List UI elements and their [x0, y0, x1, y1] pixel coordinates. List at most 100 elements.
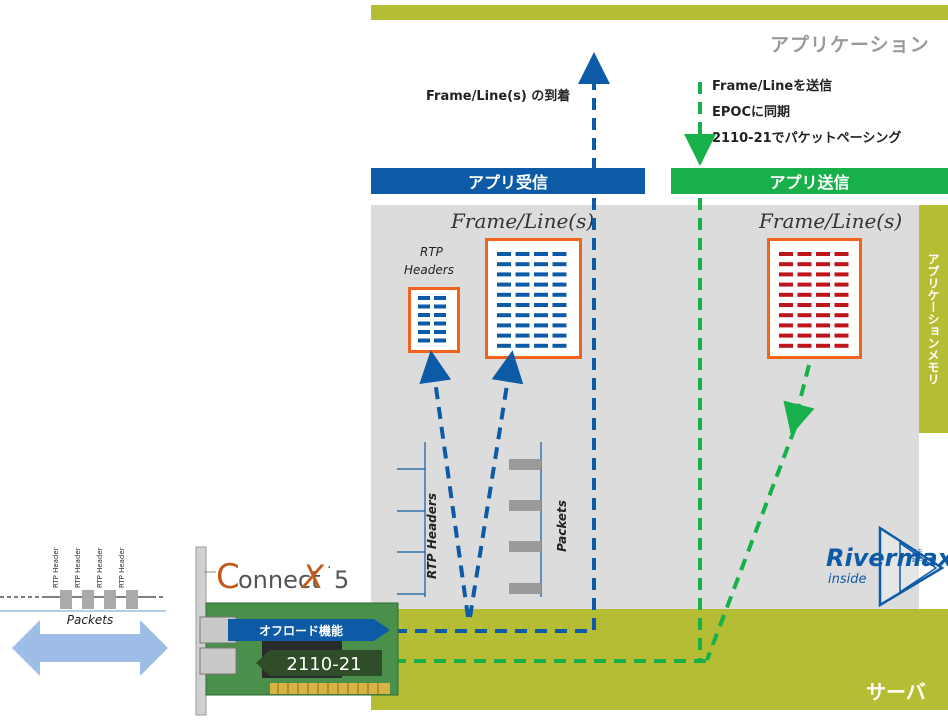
- frame-left-cell: [552, 343, 567, 348]
- nic-brand-onnect: onnect: [238, 566, 320, 594]
- rtp-headers-box-label-2: Headers: [404, 263, 454, 277]
- left-packets-illustration: RTP Header RTP Header RTP Header RTP Hea…: [0, 547, 168, 676]
- frame-right-cell: [834, 272, 849, 277]
- send-bar: アプリ送信: [671, 168, 948, 194]
- frame-left-cell: [534, 282, 548, 287]
- frame-left-cell: [534, 323, 548, 328]
- frame-right-cell: [834, 303, 849, 307]
- frame-left-grid: [497, 252, 567, 348]
- left-packets-label: Packets: [67, 613, 113, 627]
- memory-bar: アプリケーションメモリ: [919, 205, 948, 433]
- frame-right-cell: [816, 333, 830, 338]
- nic-brand-x: X: [300, 558, 325, 596]
- rtp-header-label-4: RTP Header: [118, 547, 126, 588]
- rivermax-tag1: MELL: [912, 549, 918, 562]
- standard-label: 2110-21: [286, 654, 361, 675]
- frame-right-cell: [816, 292, 830, 297]
- frame-left-cell: [515, 313, 530, 318]
- application-layer-strip: [371, 5, 948, 20]
- frame-left-cell: [515, 262, 530, 267]
- frame-left-cell: [534, 252, 548, 256]
- rtp-header-cell: [434, 330, 446, 334]
- receive-bar-label: アプリ受信: [467, 173, 548, 192]
- frame-left-title: Frame/Line(s): [451, 209, 595, 233]
- rivermax-name: Rivermax: [826, 544, 948, 572]
- frame-left-cell: [497, 262, 511, 267]
- frame-left-cell: [497, 272, 511, 277]
- frame-left-cell: [534, 272, 548, 277]
- frame-right-title: Frame/Line(s): [759, 209, 903, 233]
- frame-left-cell: [534, 303, 548, 307]
- frame-left-cell: [552, 292, 567, 297]
- server-layer-title: サーバ: [866, 680, 926, 704]
- rtp-header-cell: [418, 330, 430, 334]
- frame-right-box: [767, 238, 862, 359]
- rivermax-logo: Rivermax inside MELL TECH: [826, 525, 948, 608]
- frame-right-cell: [797, 343, 812, 348]
- frame-right-cell: [797, 313, 812, 318]
- frame-right-cell: [834, 262, 849, 267]
- nic-card: オフロード機能 2110-21: [195, 546, 399, 716]
- frame-left-box: [485, 238, 582, 359]
- frame-right-cell: [779, 252, 793, 256]
- frame-right-cell: [779, 343, 793, 348]
- frame-right-cell: [816, 323, 830, 328]
- connectx5-logo: C onnect X · 5: [204, 557, 349, 597]
- nic-brand-c: C: [216, 557, 240, 597]
- frame-left-cell: [515, 292, 530, 297]
- frame-left-cell: [515, 282, 530, 287]
- frame-left-cell: [515, 343, 530, 348]
- frame-left-cell: [534, 313, 548, 318]
- frame-left-cell: [515, 252, 530, 256]
- rtp-header-label-1: RTP Header: [52, 547, 60, 588]
- frame-left-cell: [552, 252, 567, 256]
- send-note-2: EPOCに同期: [712, 105, 791, 120]
- rtp-header-label-3: RTP Header: [96, 547, 104, 588]
- frame-right-cell: [779, 333, 793, 338]
- frame-left-cell: [515, 272, 530, 277]
- rtp-header-cell: [418, 338, 430, 343]
- frame-right-cell: [834, 343, 849, 348]
- rtp-header-label-2: RTP Header: [74, 547, 82, 588]
- offload-label: オフロード機能: [259, 623, 343, 638]
- frame-left-cell: [515, 323, 530, 328]
- rtp-header-cell: [418, 313, 430, 317]
- frame-left-cell: [497, 323, 511, 328]
- application-layer-title: アプリケーション: [770, 34, 930, 56]
- frame-right-cell: [779, 272, 793, 277]
- rtp-header-cell: [434, 304, 446, 309]
- frame-left-cell: [497, 292, 511, 297]
- receive-bar: アプリ受信: [371, 168, 645, 194]
- frame-right-cell: [779, 323, 793, 328]
- frame-left-cell: [515, 303, 530, 307]
- frame-right-cell: [834, 323, 849, 328]
- frame-left-cell: [534, 343, 548, 348]
- frame-right-cell: [797, 262, 812, 267]
- rtp-header-cell: [434, 313, 446, 317]
- frame-left-cell: [552, 333, 567, 338]
- svg-text:·: ·: [327, 560, 331, 576]
- frame-right-cell: [797, 282, 812, 287]
- frame-right-cell: [797, 272, 812, 277]
- frame-right-cell: [816, 262, 830, 267]
- frame-right-cell: [816, 303, 830, 307]
- frame-right-cell: [797, 292, 812, 297]
- receive-path: [395, 52, 610, 633]
- frame-right-cell: [834, 282, 849, 287]
- rtp-header-cell: [418, 321, 430, 326]
- standard-arrow-shape: [256, 650, 382, 676]
- frame-left-cell: [552, 272, 567, 277]
- frame-left-cell: [497, 343, 511, 348]
- frame-right-cell: [797, 323, 812, 328]
- frame-left-cell: [497, 282, 511, 287]
- frame-right-cell: [834, 333, 849, 338]
- frame-right-cell: [816, 313, 830, 318]
- frame-left-cell: [534, 262, 548, 267]
- frame-right-cell: [834, 252, 849, 256]
- offload-arrow-shape: [228, 619, 390, 641]
- frame-left-cell: [552, 282, 567, 287]
- rtp-header-cell: [418, 304, 430, 309]
- frame-left-cell: [497, 333, 511, 338]
- frame-right-cell: [779, 303, 793, 307]
